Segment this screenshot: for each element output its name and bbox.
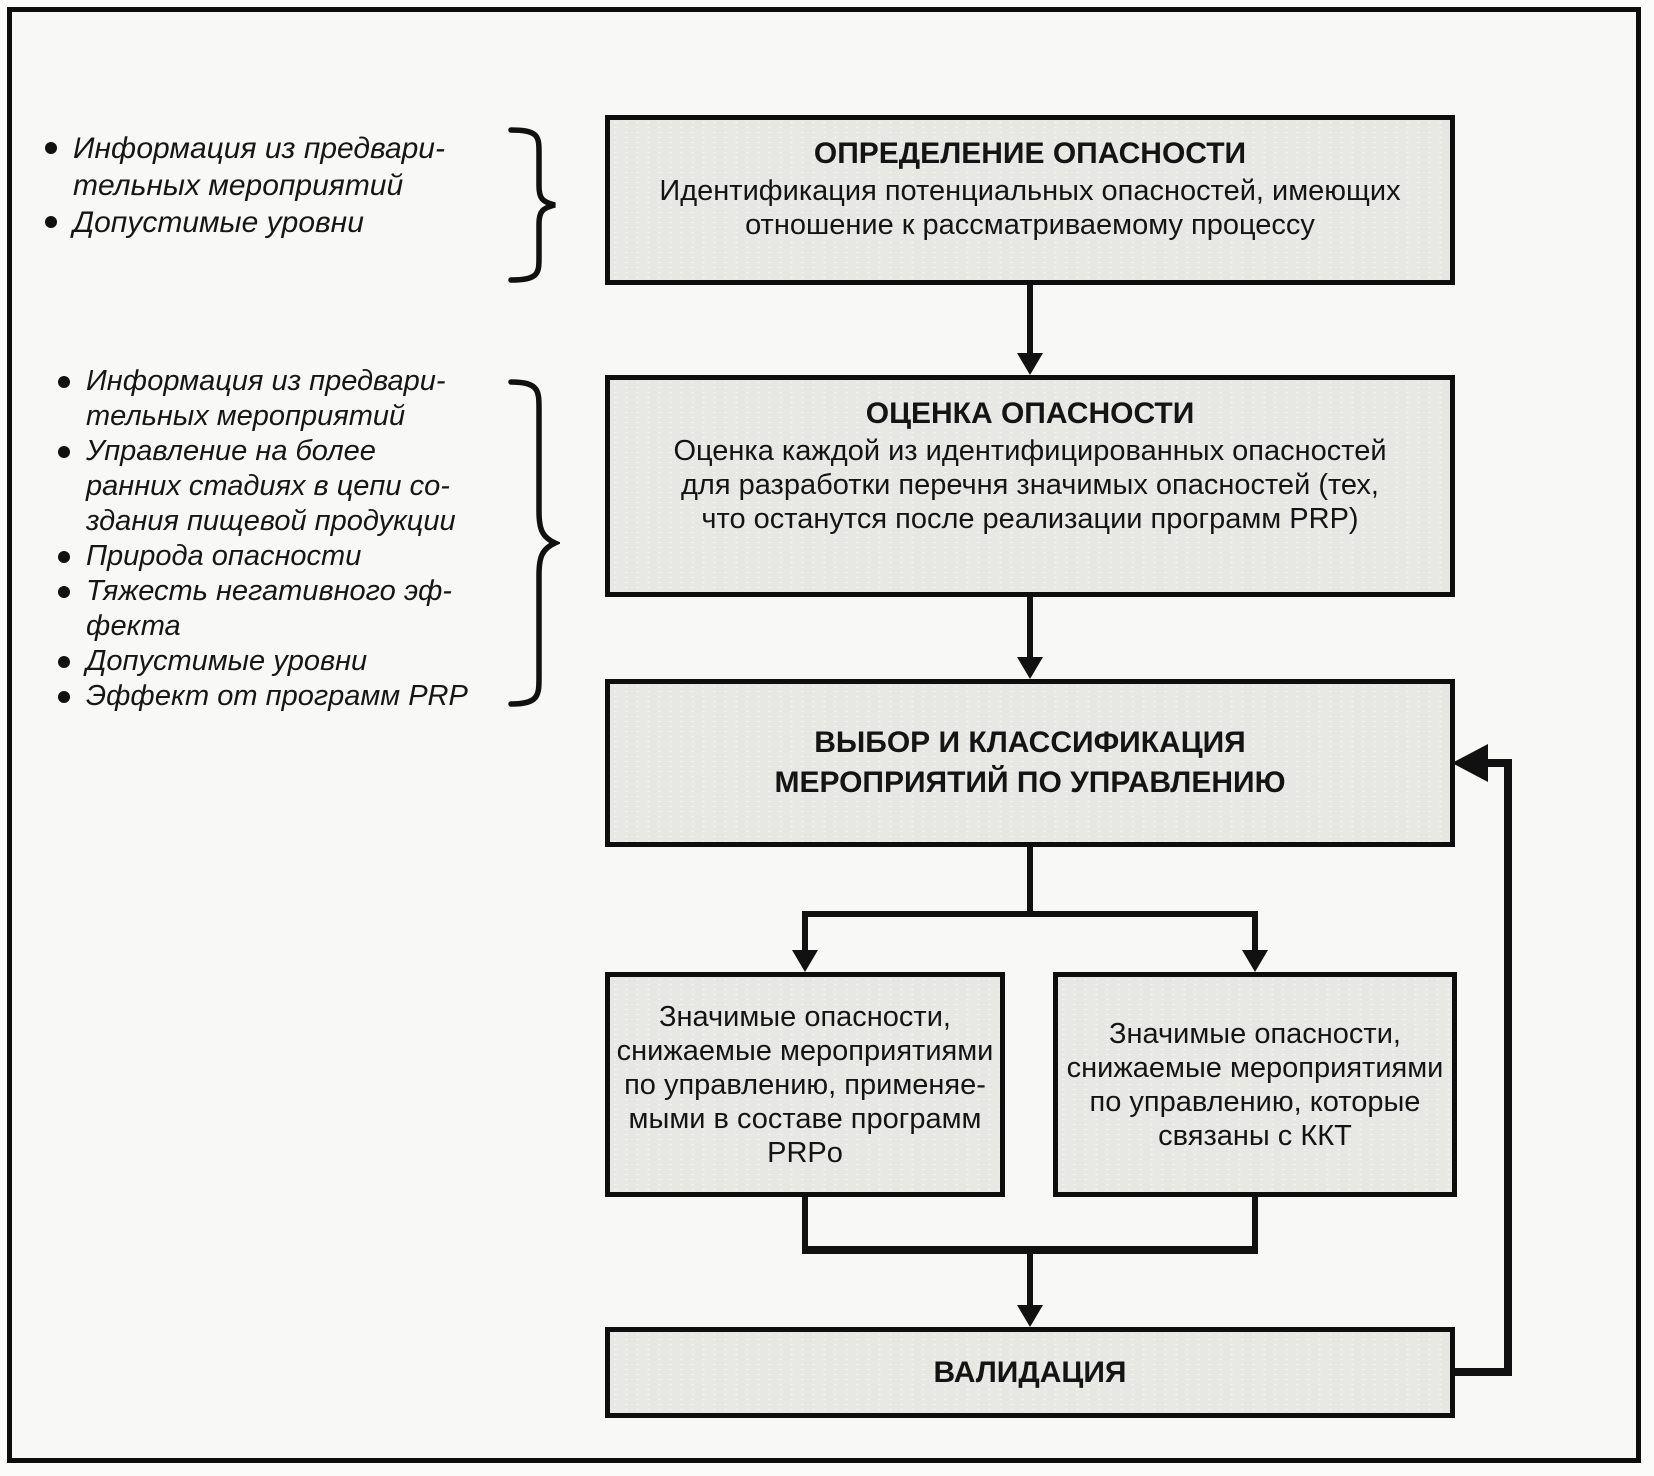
feedback-bottom-segment bbox=[1452, 1368, 1512, 1376]
arrow-box1-box2-shaft bbox=[1027, 285, 1033, 355]
arrow-down-icon bbox=[1017, 1305, 1043, 1327]
box-title: ОЦЕНКА ОПАСНОСТИ bbox=[865, 397, 1195, 430]
note-text: Тяжесть негативного эф- фекта bbox=[86, 575, 452, 642]
arrow-down-icon bbox=[1242, 950, 1268, 972]
curly-brace-icon bbox=[508, 127, 556, 283]
note-item: Тяжесть негативного эф- фекта bbox=[58, 574, 528, 644]
arrow-left-icon bbox=[1452, 744, 1488, 782]
merge-right-shaft bbox=[1252, 1197, 1258, 1254]
note-text: Эффект от программ PRP bbox=[86, 680, 468, 712]
bullet-icon bbox=[45, 216, 57, 228]
bullet-icon bbox=[58, 376, 70, 388]
arrow-box2-box3-shaft bbox=[1027, 597, 1033, 659]
box-validation: ВАЛИДАЦИЯ bbox=[605, 1327, 1455, 1418]
arrow-down-icon bbox=[792, 950, 818, 972]
split-stem bbox=[1027, 847, 1033, 917]
note-item: Эффект от программ PRP bbox=[58, 679, 528, 714]
bullet-icon bbox=[58, 551, 70, 563]
box-title: ВЫБОР И КЛАССИФИКАЦИЯ МЕРОПРИЯТИЙ ПО УПР… bbox=[774, 726, 1286, 799]
note-item: Управление на более ранних стадиях в цеп… bbox=[58, 434, 528, 539]
feedback-top-segment bbox=[1486, 759, 1512, 767]
box-body: Значимые опасности, снижаемые мероприяти… bbox=[1066, 1017, 1444, 1152]
box-hazard-assessment: ОЦЕНКА ОПАСНОСТИ Оценка каждой из иденти… bbox=[605, 375, 1455, 597]
merge-left-shaft bbox=[802, 1197, 808, 1254]
note-text: Допустимые уровни bbox=[73, 206, 364, 239]
box-title: ОПРЕДЕЛЕНИЕ ОПАСНОСТИ bbox=[813, 137, 1247, 170]
arrow-merge-validation-shaft bbox=[1027, 1252, 1033, 1307]
bullet-icon bbox=[58, 691, 70, 703]
box-body: Оценка каждой из идентифицированных опас… bbox=[673, 435, 1387, 535]
note-text: Информация из предвари- тельных мероприя… bbox=[73, 132, 445, 202]
note-text: Допустимые уровни bbox=[86, 645, 368, 677]
feedback-vertical-segment bbox=[1504, 759, 1512, 1376]
note-item: Информация из предвари- тельных мероприя… bbox=[58, 364, 528, 434]
note-item: Природа опасности bbox=[58, 539, 528, 574]
split-right-shaft bbox=[1252, 911, 1258, 953]
box-control-measure-selection: ВЫБОР И КЛАССИФИКАЦИЯ МЕРОПРИЯТИЙ ПО УПР… bbox=[605, 679, 1455, 847]
bullet-icon bbox=[58, 446, 70, 458]
box-body: Идентификация потенциальных опасностей, … bbox=[659, 175, 1401, 241]
bullet-icon bbox=[58, 656, 70, 668]
box-hazard-identification: ОПРЕДЕЛЕНИЕ ОПАСНОСТИ Идентификация поте… bbox=[605, 115, 1455, 285]
note-text: Природа опасности bbox=[86, 540, 362, 572]
curly-brace-icon bbox=[508, 379, 560, 707]
notes-group-1: Информация из предвари- тельных мероприя… bbox=[45, 130, 515, 241]
notes-group-2: Информация из предвари- тельных мероприя… bbox=[58, 364, 528, 714]
note-text: Информация из предвари- тельных мероприя… bbox=[86, 365, 446, 432]
box-hazards-prpo: Значимые опасности, снижаемые мероприяти… bbox=[605, 972, 1005, 1197]
split-left-shaft bbox=[802, 911, 808, 953]
split-bar bbox=[802, 911, 1258, 917]
box-body: Значимые опасности, снижаемые мероприяти… bbox=[616, 1000, 994, 1169]
note-text: Управление на более ранних стадиях в цеп… bbox=[86, 435, 456, 537]
note-item: Допустимые уровни bbox=[45, 204, 515, 241]
box-title: ВАЛИДАЦИЯ bbox=[933, 1355, 1127, 1389]
note-item: Допустимые уровни bbox=[58, 644, 528, 679]
box-hazards-cct: Значимые опасности, снижаемые мероприяти… bbox=[1053, 972, 1457, 1197]
note-item: Информация из предвари- тельных мероприя… bbox=[45, 130, 515, 204]
bullet-icon bbox=[58, 586, 70, 598]
merge-bar bbox=[802, 1246, 1258, 1254]
arrow-down-icon bbox=[1017, 353, 1043, 375]
bullet-icon bbox=[45, 142, 57, 154]
arrow-down-icon bbox=[1017, 657, 1043, 679]
